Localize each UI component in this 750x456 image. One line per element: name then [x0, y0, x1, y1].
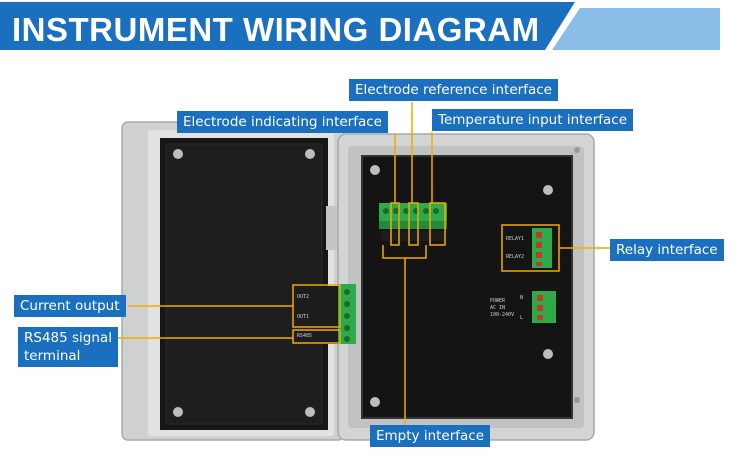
power-marking: POWER	[490, 298, 506, 304]
out2-marking: OUT2	[297, 294, 309, 300]
relay1-marking: RELAY1	[506, 236, 524, 242]
screw-icon	[574, 397, 580, 403]
power-terminal-block: POWER AC IN 100-240V N L	[490, 291, 556, 323]
screw-icon	[543, 349, 553, 359]
label-temperature-input: Temperature input interface	[432, 109, 634, 131]
screw-icon	[370, 165, 380, 175]
label-electrode-indicating: Electrode indicating interface	[177, 111, 388, 133]
label-relay: Relay interface	[610, 239, 724, 261]
banner-shape	[0, 2, 720, 50]
screw-icon	[370, 397, 380, 407]
out1-marking: OUT1	[297, 314, 309, 320]
enclosure-lid	[121, 121, 345, 441]
enclosure-body	[337, 133, 595, 441]
screw-icon	[173, 407, 183, 417]
page-title: INSTRUMENT WIRING DIAGRAM	[12, 11, 540, 48]
screw-icon	[173, 149, 183, 159]
screw-icon	[574, 147, 580, 153]
electrode-terminal-block	[379, 203, 447, 241]
pin-l-marking: L	[520, 315, 523, 321]
screw-icon	[305, 407, 315, 417]
relay2-marking: RELAY2	[506, 254, 524, 260]
title-banner: INSTRUMENT WIRING DIAGRAM	[0, 0, 750, 56]
label-rs485-line1: RS485 signal	[24, 330, 112, 346]
screw-icon	[305, 149, 315, 159]
output-terminal-block: OUT2 OUT1 RS485	[296, 284, 356, 344]
power-voltage-marking: 100-240V	[490, 312, 514, 318]
power-ac-marking: AC IN	[490, 305, 505, 311]
rs485-marking: RS485	[297, 333, 312, 339]
label-empty: Empty interface	[370, 425, 491, 447]
pin-n-marking: N	[520, 295, 523, 301]
screw-icon	[543, 185, 553, 195]
relay-terminal-block: RELAY1 RELAY2	[506, 228, 552, 268]
label-rs485: RS485 signal terminal	[18, 327, 118, 367]
label-current-output: Current output	[14, 295, 126, 317]
label-electrode-reference: Electrode reference interface	[349, 79, 558, 101]
label-rs485-line2: terminal	[24, 348, 81, 364]
leader-lines	[118, 102, 610, 426]
